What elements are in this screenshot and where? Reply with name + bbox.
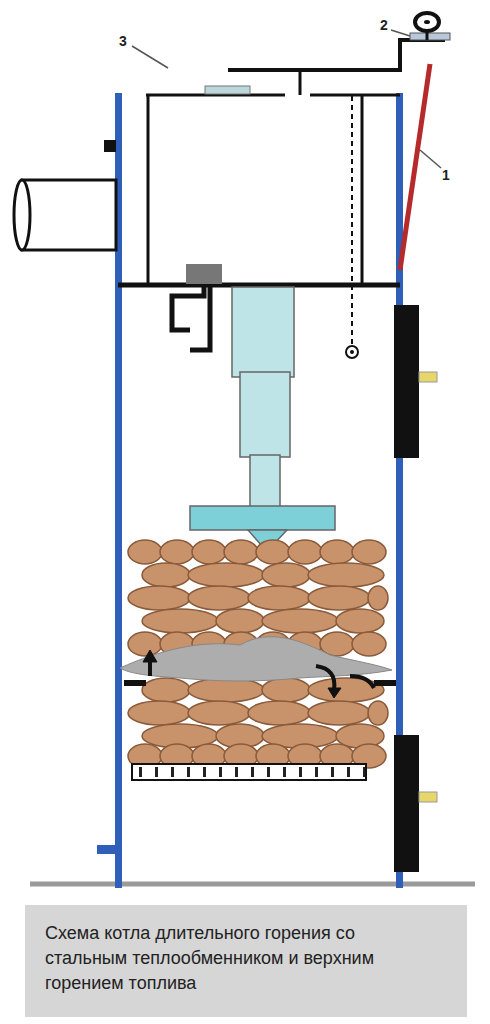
log [188, 563, 264, 587]
log [188, 586, 250, 610]
log [128, 632, 162, 656]
foot-bracket [97, 845, 117, 854]
log [224, 540, 258, 564]
log [308, 701, 370, 725]
log [160, 540, 194, 564]
log [262, 678, 310, 702]
crank [172, 264, 222, 350]
log [352, 632, 386, 656]
log [188, 678, 264, 702]
log [142, 678, 190, 702]
wall-block [104, 140, 116, 152]
log [216, 609, 264, 633]
callout-number: 2 [380, 18, 388, 32]
log [368, 586, 388, 610]
callout-number: 3 [119, 34, 127, 48]
log [368, 701, 388, 725]
log [352, 540, 386, 564]
log [308, 586, 370, 610]
gas-arrows [124, 650, 396, 698]
log [128, 540, 162, 564]
log [248, 586, 310, 610]
log [248, 701, 310, 725]
log [192, 540, 226, 564]
log [262, 563, 310, 587]
log [256, 540, 290, 564]
floor-line [30, 882, 475, 887]
caption-panel: Схема котла длительного горения со сталь… [25, 905, 467, 1017]
log [288, 540, 322, 564]
grate [132, 764, 366, 780]
log [336, 609, 384, 633]
log [308, 678, 384, 702]
draft-rod [400, 64, 430, 270]
heat-exchanger [118, 95, 400, 285]
caption: Схема котла длительного горения со сталь… [45, 921, 375, 996]
air-tube [190, 287, 335, 546]
log [320, 540, 354, 564]
log [128, 701, 190, 725]
handwheel [410, 13, 450, 40]
log [308, 563, 384, 587]
callout-number: 1 [442, 168, 450, 182]
doors [394, 305, 437, 872]
log [188, 701, 250, 725]
log [128, 586, 190, 610]
log [142, 609, 218, 633]
flue-pipe [14, 180, 116, 250]
log [142, 563, 190, 587]
leader-lines [132, 30, 441, 168]
log [262, 609, 338, 633]
